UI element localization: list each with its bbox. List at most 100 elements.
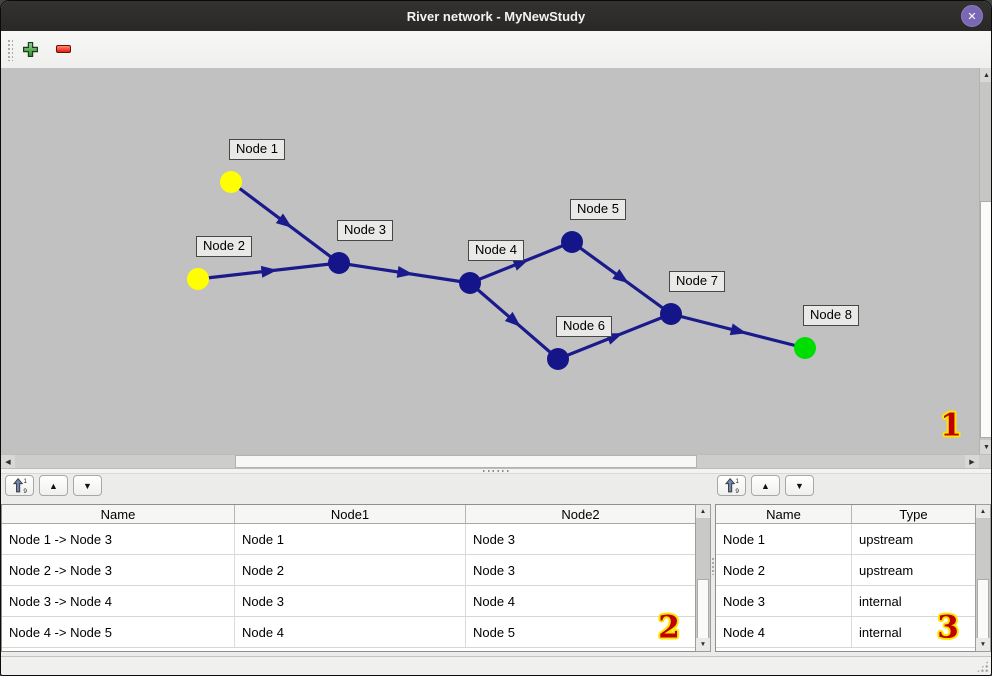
links-sort-button[interactable]: 1 9	[5, 475, 34, 496]
column-header[interactable]: Node1	[235, 505, 466, 523]
table-row[interactable]: Node 4 internal	[716, 617, 975, 648]
status-bar	[1, 656, 991, 675]
main-toolbar	[1, 31, 991, 69]
column-header[interactable]: Type	[899, 506, 928, 522]
annotation-number: 3	[937, 609, 959, 646]
table-cell[interactable]: Node 4 -> Node 5	[2, 617, 235, 647]
resize-grip-icon[interactable]	[976, 660, 989, 673]
table-cell[interactable]: Node 3 -> Node 4	[2, 586, 235, 616]
links-table-scrollbar[interactable]: ▲ ▼	[695, 504, 711, 652]
nodes-sort-button[interactable]: 1 9	[717, 475, 746, 496]
table-cell[interactable]: upstream	[859, 531, 914, 547]
table-cell[interactable]: upstream	[859, 562, 914, 578]
add-button[interactable]	[18, 37, 42, 61]
scroll-left-icon[interactable]: ◀	[1, 455, 15, 468]
network-node[interactable]	[547, 348, 569, 370]
table-cell[interactable]: Node 1	[716, 524, 852, 554]
svg-text:9: 9	[735, 488, 739, 494]
scroll-up-icon[interactable]: ▲	[976, 505, 990, 518]
minus-icon	[55, 45, 71, 53]
network-node[interactable]	[561, 231, 583, 253]
horizontal-splitter[interactable]	[1, 468, 991, 474]
canvas-horizontal-scrollbar[interactable]: ◀ ▶	[1, 454, 979, 468]
network-node[interactable]	[187, 268, 209, 290]
network-node[interactable]	[459, 272, 481, 294]
triangle-up-icon: ▲	[761, 480, 770, 491]
table-cell[interactable]: Node 2	[235, 555, 466, 585]
network-node[interactable]	[660, 303, 682, 325]
table-cell[interactable]: internal	[859, 593, 902, 609]
network-graph	[187, 171, 816, 370]
scroll-down-icon[interactable]: ▼	[696, 638, 710, 651]
node-label: Node 2	[196, 236, 252, 257]
nodes-move-down-button[interactable]: ▼	[785, 475, 814, 496]
table-cell[interactable]: Node 4	[473, 593, 515, 609]
scroll-down-icon[interactable]: ▼	[980, 440, 991, 454]
table-cell[interactable]: Node 3	[716, 586, 852, 616]
links-scrollbar-thumb[interactable]	[697, 579, 709, 639]
scroll-up-icon[interactable]: ▲	[696, 505, 710, 518]
window-title: River network - MyNewStudy	[406, 8, 586, 24]
titlebar[interactable]: River network - MyNewStudy ✕	[1, 1, 991, 31]
scrollbar-corner	[979, 454, 991, 468]
nodes-scrollbar-thumb[interactable]	[977, 579, 989, 639]
table-cell[interactable]: Node 4	[235, 617, 466, 647]
scroll-down-icon[interactable]: ▼	[976, 638, 990, 651]
nodes-table-scrollbar[interactable]: ▲ ▼	[975, 504, 991, 652]
network-node[interactable]	[328, 252, 350, 274]
network-node[interactable]	[220, 171, 242, 193]
table-cell[interactable]: Node 5	[473, 624, 515, 640]
node-label: Node 6	[556, 316, 612, 337]
table-row[interactable]: Node 2 upstream	[716, 555, 975, 586]
scroll-up-icon[interactable]: ▲	[980, 68, 991, 82]
links-move-up-button[interactable]: ▲	[39, 475, 68, 496]
sort-ascending-icon: 1 9	[12, 478, 27, 494]
vertical-splitter-grip[interactable]	[711, 557, 716, 575]
table-cell[interactable]: Node 4	[716, 617, 852, 647]
table-cell[interactable]: Node 1 -> Node 3	[2, 524, 235, 554]
canvas-vertical-scrollbar[interactable]: ▲ ▼	[979, 68, 991, 454]
links-move-down-button[interactable]: ▼	[73, 475, 102, 496]
close-icon: ✕	[967, 10, 977, 23]
table-cell[interactable]: Node 3	[235, 586, 466, 616]
triangle-down-icon: ▼	[795, 480, 804, 491]
toolbar-drag-handle[interactable]	[7, 39, 13, 61]
close-button[interactable]: ✕	[961, 5, 983, 27]
nodes-move-up-button[interactable]: ▲	[751, 475, 780, 496]
node-label: Node 5	[570, 199, 626, 220]
table-row[interactable]: Node 1 upstream	[716, 524, 975, 555]
link-arrow-icon	[729, 323, 747, 336]
table-cell[interactable]: Node 2	[716, 555, 852, 585]
triangle-down-icon: ▼	[83, 480, 92, 491]
sort-ascending-icon: 1 9	[724, 478, 739, 494]
link-arrow-icon	[396, 266, 414, 278]
network-node[interactable]	[794, 337, 816, 359]
column-header[interactable]: Node2	[561, 506, 600, 522]
table-cell[interactable]: Node 3	[473, 562, 515, 578]
link-arrow-icon	[512, 259, 530, 271]
table-cell[interactable]: Node 1	[235, 524, 466, 554]
column-header[interactable]: Name	[2, 505, 235, 523]
link-arrow-icon	[260, 265, 278, 278]
column-header[interactable]: Name	[716, 505, 852, 523]
table-cell[interactable]: Node 3	[473, 531, 515, 547]
remove-button[interactable]	[51, 37, 75, 61]
svg-text:9: 9	[23, 488, 27, 494]
vertical-scrollbar-thumb[interactable]	[980, 201, 991, 438]
table-cell[interactable]: internal	[859, 624, 902, 640]
node-label: Node 7	[669, 271, 725, 292]
horizontal-scrollbar-thumb[interactable]	[235, 455, 697, 468]
table-row[interactable]: Node 3 internal	[716, 586, 975, 617]
scroll-right-icon[interactable]: ▶	[965, 455, 979, 468]
table-cell[interactable]: Node 2 -> Node 3	[2, 555, 235, 585]
